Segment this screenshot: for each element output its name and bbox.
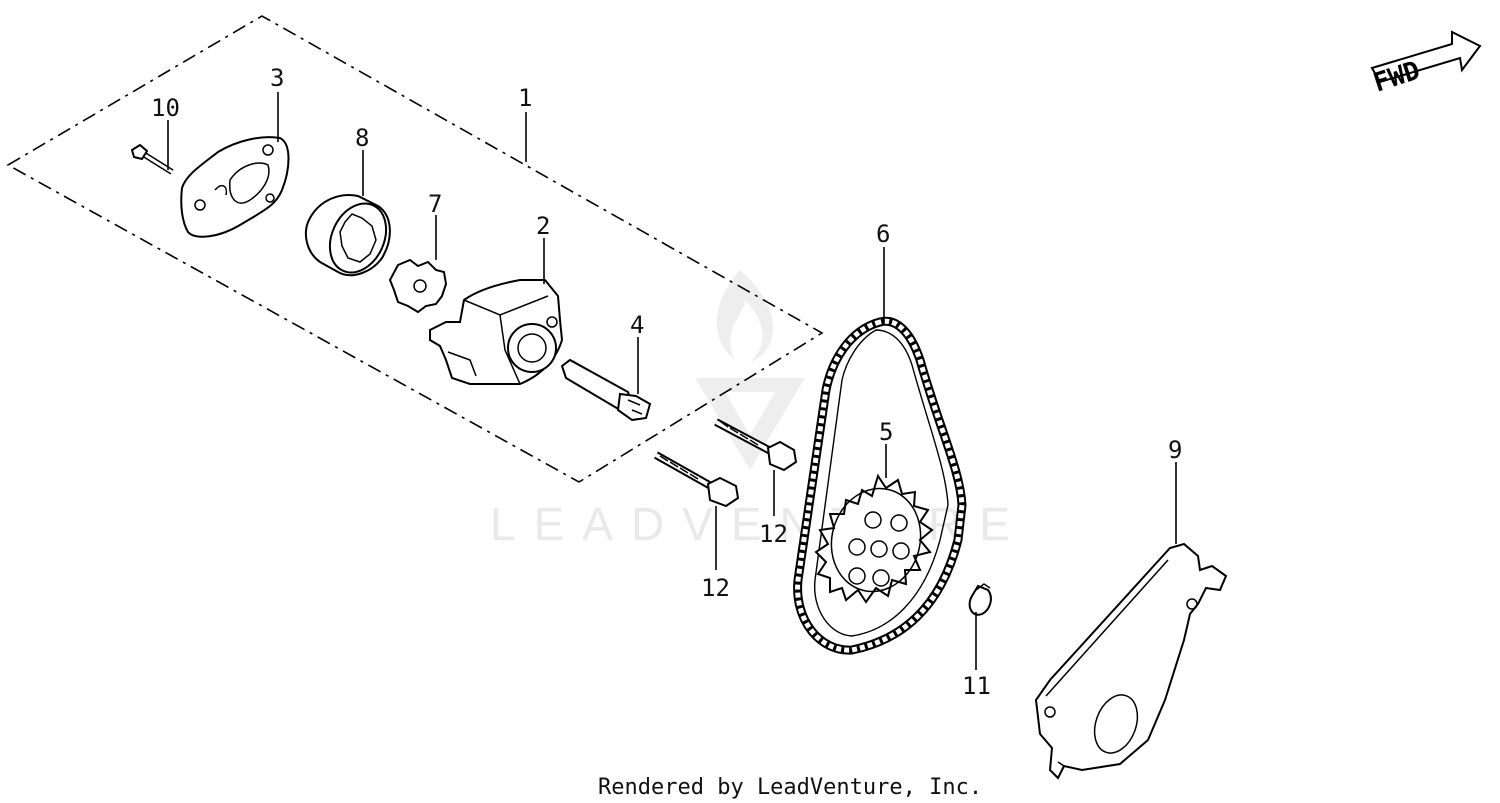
part-5-sprocket	[814, 473, 934, 604]
callout-6: 6	[876, 220, 890, 248]
callout-7: 7	[428, 190, 442, 218]
callout-4: 4	[630, 311, 644, 339]
part-9-cover-plate	[1034, 542, 1228, 780]
fwd-arrow-icon	[1370, 30, 1482, 84]
callout-11: 11	[962, 672, 991, 700]
render-credit: Rendered by LeadVenture, Inc.	[598, 775, 982, 800]
callout-10: 10	[151, 94, 180, 122]
callout-9: 9	[1168, 436, 1182, 464]
assembly-boundary	[6, 15, 824, 483]
part-12-bolt-lower	[654, 451, 740, 508]
part-12-bolt-upper	[714, 418, 798, 472]
callout-2: 2	[536, 212, 550, 240]
leader-lines	[167, 92, 1177, 670]
callout-1: 1	[518, 84, 532, 112]
callout-8: 8	[355, 124, 369, 152]
part-10-bolt	[130, 143, 174, 175]
part-7-inner-rotor	[388, 258, 448, 314]
callouts: 1 2 3 4 5 6 7 8 9 10 11 12 12	[151, 64, 1182, 700]
part-11-clip	[968, 583, 992, 616]
part-6-chain	[793, 316, 967, 655]
watermark-flame-icon	[716, 270, 774, 362]
callout-12-lower: 12	[701, 574, 730, 602]
callout-3: 3	[270, 64, 284, 92]
watermark-v-icon	[695, 378, 805, 470]
callout-5: 5	[879, 418, 893, 446]
callout-12-upper: 12	[759, 520, 788, 548]
fwd-label: FWD	[1370, 56, 1424, 99]
part-2-pump-body	[429, 279, 564, 385]
forward-direction-indicator: FWD	[1370, 30, 1482, 99]
part-8-outer-rotor	[304, 194, 391, 277]
part-3-pump-cover	[180, 136, 290, 238]
part-4-shaft	[560, 358, 652, 422]
